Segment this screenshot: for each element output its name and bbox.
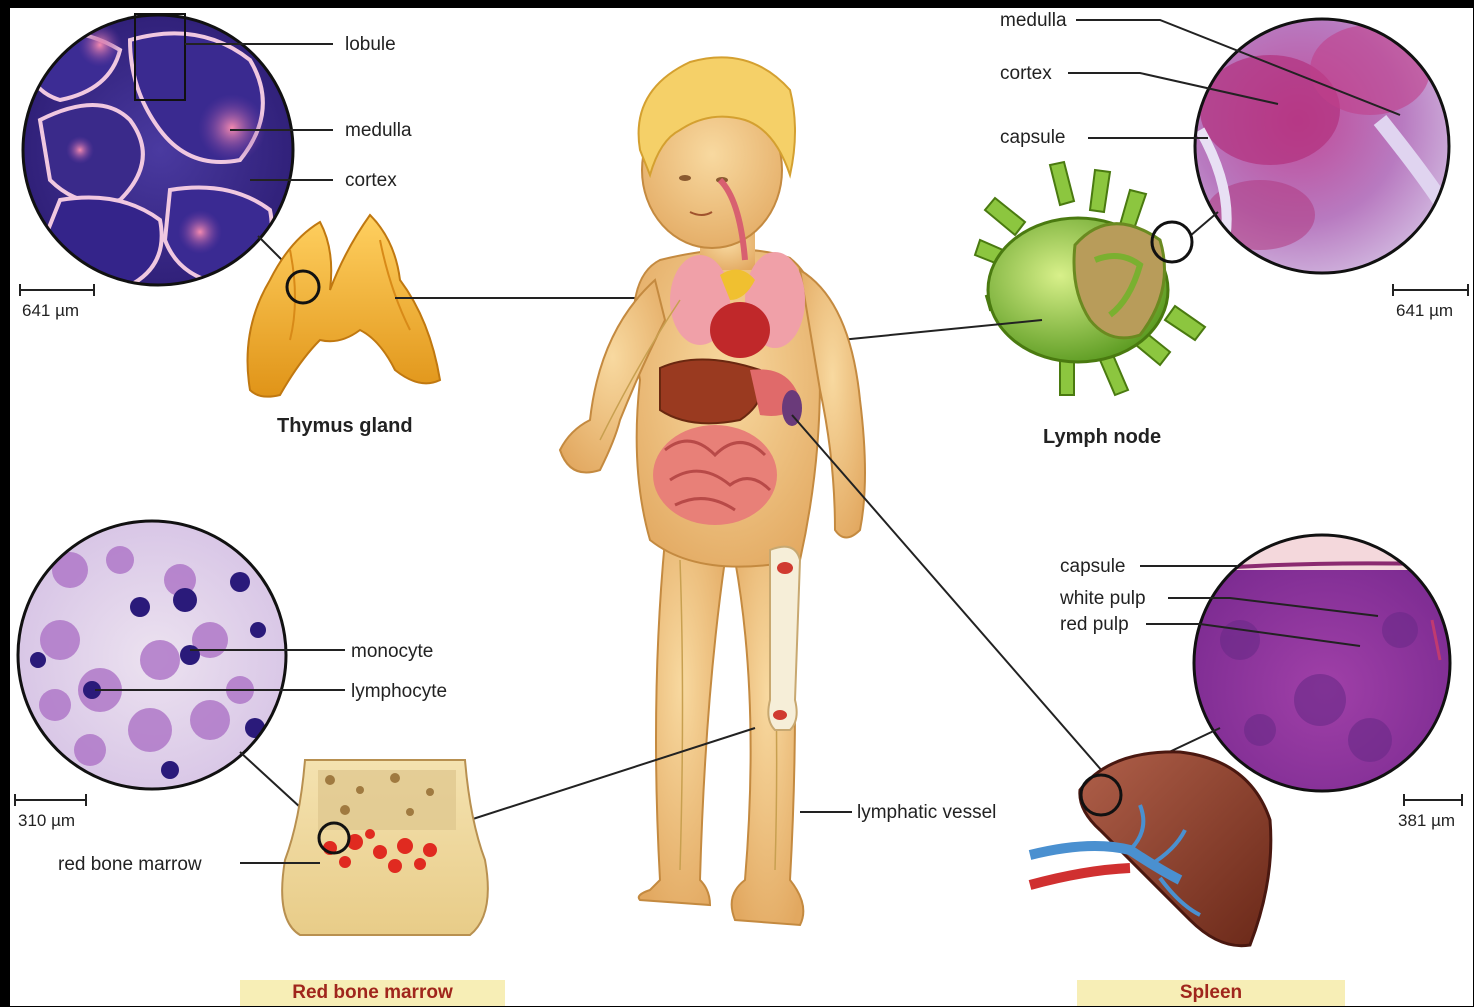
lymph-node-micrograph <box>1190 15 1460 280</box>
label-lymphatic-vessel: lymphatic vessel <box>857 803 996 822</box>
label-monocyte: monocyte <box>351 642 433 661</box>
scale-thymus: 641 µm <box>22 302 79 319</box>
caption-spleen: Spleen <box>1077 980 1345 1006</box>
caption-thymus-gland: Thymus gland <box>277 416 413 436</box>
label-red-bone-marrow: red bone marrow <box>58 855 202 874</box>
bone-section-illustration <box>282 760 488 935</box>
label-thymus-medulla: medulla <box>345 121 412 140</box>
scale-lymph-node: 641 µm <box>1396 302 1453 319</box>
child-figure <box>560 57 865 925</box>
caption-red-bone-marrow: Red bone marrow <box>240 980 505 1006</box>
label-spleen-capsule: capsule <box>1060 557 1126 576</box>
label-lymph-medulla: medulla <box>1000 11 1067 30</box>
scale-bone-marrow: 310 µm <box>18 812 75 829</box>
lymph-node-illustration <box>975 162 1205 395</box>
label-thymus-lobule: lobule <box>345 35 396 54</box>
thymus-gland-illustration <box>248 215 441 397</box>
label-spleen-red-pulp: red pulp <box>1060 615 1129 634</box>
spleen-illustration <box>1030 752 1271 946</box>
scale-spleen: 381 µm <box>1398 812 1455 829</box>
label-spleen-white-pulp: white pulp <box>1060 589 1146 608</box>
label-lymph-capsule: capsule <box>1000 128 1066 147</box>
thymus-micrograph <box>20 10 300 290</box>
label-lymphocyte: lymphocyte <box>351 682 447 701</box>
label-lymph-cortex: cortex <box>1000 64 1052 83</box>
spleen-micrograph <box>1190 530 1460 795</box>
label-thymus-cortex: cortex <box>345 171 397 190</box>
caption-lymph-node: Lymph node <box>1043 427 1161 447</box>
